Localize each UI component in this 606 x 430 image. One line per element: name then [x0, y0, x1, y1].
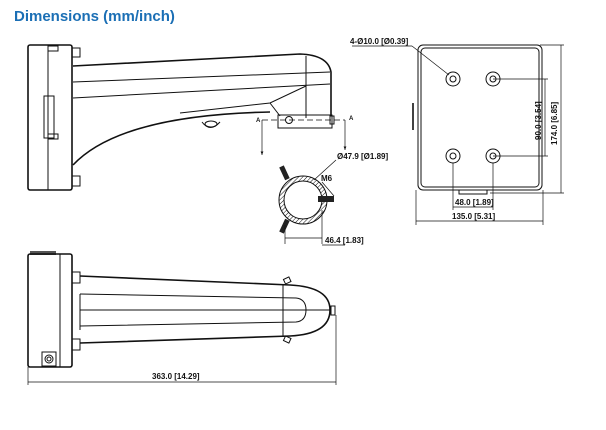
hole-spacing-vertical-label: 90.0 [3.54]	[534, 101, 543, 140]
plate-width-label: 135.0 [5.31]	[452, 212, 495, 221]
hole-diameter-label: 4-Ø10.0 [Ø0.39]	[350, 37, 409, 46]
section-label-left: A	[256, 118, 261, 124]
page-title: Dimensions (mm/inch)	[14, 8, 175, 25]
arm-length-label: 363.0 [14.29]	[152, 372, 200, 381]
mounting-plate-view: 4-Ø10.0 [Ø0.39] 90.0 [3.54] 174.0 [6.85]…	[350, 37, 564, 225]
top-view: 363.0 [14.29]	[27, 251, 337, 385]
mounting-holes	[445, 71, 501, 164]
pole-diameter-label: Ø47.9 [Ø1.89]	[337, 152, 388, 161]
pole-section-view: Ø47.9 [Ø1.89] M6 46.4 [1.83]	[278, 152, 388, 246]
hole-spacing-horizontal-label: 48.0 [1.89]	[455, 198, 494, 207]
screw-label: M6	[321, 174, 333, 183]
clamp-width-label: 46.4 [1.83]	[325, 236, 364, 245]
plate-height-label: 174.0 [6.85]	[550, 102, 559, 145]
side-view: A A	[27, 44, 354, 191]
section-label-right: A	[349, 116, 354, 122]
